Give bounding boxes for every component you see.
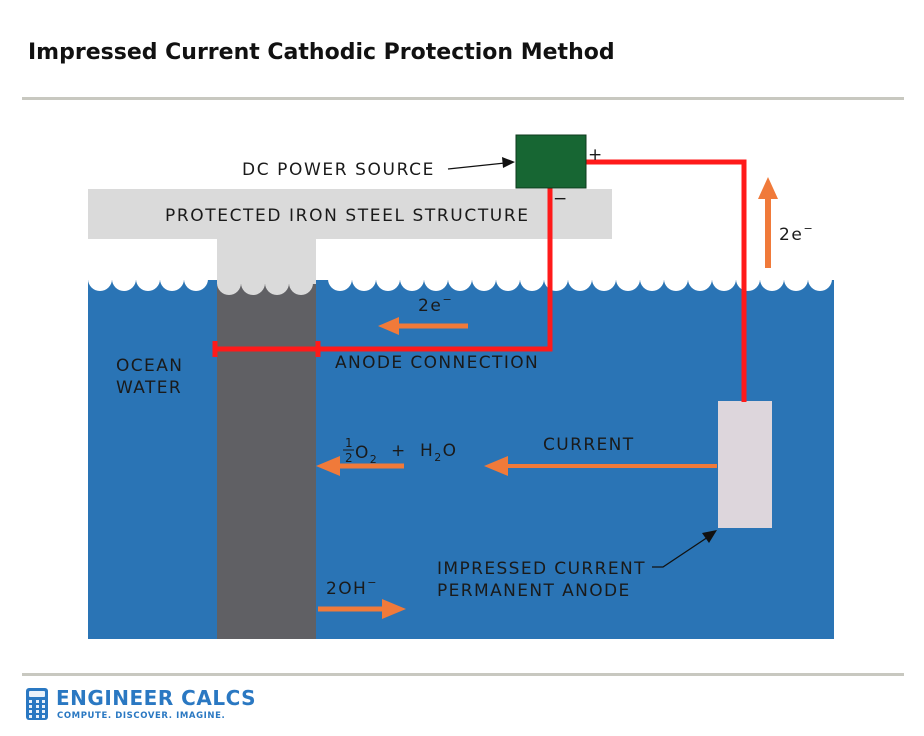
- anode-label-line1: IMPRESSED CURRENT: [437, 559, 646, 579]
- anode-pointer-line: [652, 536, 709, 568]
- logo-name: ENGINEER CALCS: [56, 686, 257, 710]
- wave-crest: [784, 267, 808, 291]
- hydroxide-label: 2OH−: [326, 576, 378, 599]
- water-label: WATER: [116, 378, 182, 398]
- calculator-icon: [26, 688, 48, 720]
- wave-crest: [616, 267, 640, 291]
- current-arrow-head: [484, 456, 508, 476]
- bottom-divider: [22, 673, 904, 676]
- half-denominator: 2: [345, 451, 354, 465]
- pile-wave-crest: [289, 271, 313, 295]
- logo-tagline: COMPUTE. DISCOVER. IMAGINE.: [57, 711, 226, 721]
- ocean-water: [88, 280, 834, 639]
- wave-crest: [520, 267, 544, 291]
- wave-crest: [496, 267, 520, 291]
- dc-power-source-label: DC POWER SOURCE: [242, 160, 435, 180]
- pile-wave-crest: [265, 271, 289, 295]
- page-title: Impressed Current Cathodic Protection Me…: [28, 40, 615, 65]
- wave-crest: [88, 267, 112, 291]
- electron-left-arrow-head: [378, 317, 399, 335]
- structure-deck: [88, 189, 612, 239]
- wave-crest: [136, 267, 160, 291]
- wave-crest: [592, 267, 616, 291]
- negative-wire: [217, 188, 553, 352]
- wave-crest: [328, 267, 352, 291]
- reaction-arrow-head: [316, 456, 340, 476]
- oxygen-formula: O2: [355, 443, 378, 466]
- electron-label-right: 2e−: [779, 222, 814, 245]
- ocean-label: OCEAN: [116, 356, 183, 376]
- wave-crest: [160, 267, 184, 291]
- pile-wave-caps: [217, 271, 313, 295]
- wave-crest: [568, 267, 592, 291]
- wave-crest: [760, 267, 784, 291]
- wave-crest: [808, 267, 832, 291]
- anode-pointer-arrowhead: [702, 530, 717, 543]
- wave-crest: [352, 267, 376, 291]
- wave-crest: [472, 267, 496, 291]
- pile-wave-crest: [241, 271, 265, 295]
- wave-crest: [184, 267, 208, 291]
- wave-crest: [712, 267, 736, 291]
- wave-crest: [640, 267, 664, 291]
- dc-pointer-arrowhead: [502, 157, 515, 168]
- wave-crest: [112, 267, 136, 291]
- dc-power-source-box: [515, 134, 587, 189]
- plus-terminal-label: +: [588, 145, 604, 165]
- top-divider: [22, 97, 904, 100]
- minus-terminal-label: −: [553, 189, 569, 209]
- pile-wave-crest: [217, 271, 241, 295]
- wave-crest: [688, 267, 712, 291]
- permanent-anode: [718, 401, 772, 528]
- plus-sign: +: [391, 441, 407, 461]
- anode-connection-label: ANODE CONNECTION: [335, 353, 539, 373]
- water-surface-waves: [88, 267, 832, 291]
- dc-pointer-line: [447, 162, 506, 170]
- water-formula: H2O: [420, 441, 457, 464]
- wave-crest: [376, 267, 400, 291]
- structure-label: PROTECTED IRON STEEL STRUCTURE: [165, 206, 530, 226]
- electron-label-mid: 2e−: [418, 293, 453, 316]
- wave-crest: [424, 267, 448, 291]
- current-label: CURRENT: [543, 435, 635, 455]
- wave-crest: [664, 267, 688, 291]
- electron-up-arrow-head: [758, 177, 778, 199]
- positive-wire: [586, 159, 747, 402]
- wave-crest: [448, 267, 472, 291]
- wave-crest: [400, 267, 424, 291]
- anode-label-line2: PERMANENT ANODE: [437, 581, 631, 601]
- submerged-pile: [217, 284, 316, 639]
- hydroxide-arrow-head: [382, 599, 406, 619]
- wave-crest: [736, 267, 760, 291]
- half-numerator: 1: [345, 436, 354, 450]
